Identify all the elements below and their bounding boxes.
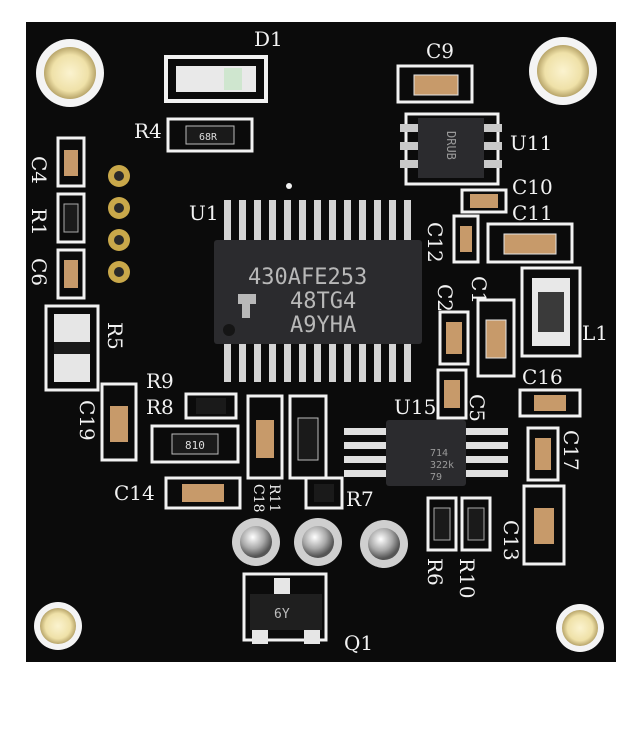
resistor-r1 [63,203,79,233]
pcb-board: D1 R4 68R C9 DRUB U11 C4 R1 C6 R5 430AFE… [26,22,616,662]
transistor-q1 [250,594,322,630]
silk-C12: C12 [423,222,447,263]
silk-D1: D1 [254,27,283,51]
silk-C16: C16 [522,365,563,389]
header-pins [108,165,130,283]
silk-C9: C9 [426,39,454,63]
resistor-r4 [185,125,235,145]
resistor-r6 [433,507,451,541]
silk-R7: R7 [346,487,374,511]
silk-C14: C14 [114,481,155,505]
u15-marking-line1: 714 [430,448,448,459]
capacitor-c2 [446,322,462,354]
pcb-drawing: D1 R4 68R C9 DRUB U11 C4 R1 C6 R5 430AFE… [27,27,608,655]
silk-C4: C4 [27,156,51,184]
silk-R10: R10 [455,558,479,599]
silk-C5: C5 [465,394,489,422]
resistor-r11 [297,417,319,461]
silk-R8: R8 [146,395,174,419]
silk-R1: R1 [27,208,51,236]
silk-R11: R11 [266,484,282,512]
ti-logo-icon [238,294,256,318]
ic-u1 [214,240,422,344]
silk-U11: U11 [510,131,552,155]
silk-U15: U15 [394,395,436,419]
capacitor-c16 [534,395,566,411]
capacitor-c12 [460,226,472,252]
silk-C13: C13 [499,520,523,561]
capacitor-c6 [64,260,78,288]
led-d1 [164,55,268,103]
resistor-r8 [171,433,219,455]
silk-R9: R9 [146,369,174,393]
capacitor-c17 [535,438,551,470]
capacitor-c13 [534,508,554,544]
silk-R4: R4 [134,119,162,143]
silk-L1: L1 [582,321,608,345]
u1-marking-line2: 48TG4 [290,289,356,314]
silk-C18: C18 [250,484,266,513]
pins-u15 [344,428,508,477]
silk-Q1: Q1 [344,631,373,655]
via-row [232,518,408,568]
capacitor-c4 [64,150,78,176]
silk-C19: C19 [75,400,99,441]
ic-u15 [386,420,466,486]
capacitor-c19 [110,406,128,442]
silk-C6: C6 [27,258,51,286]
resistor-r7 [314,484,334,502]
capacitor-c11 [503,233,557,255]
u15-marking-line2: 322k [430,460,454,471]
pin-u11 [400,124,502,168]
q1-marking: 6Y [274,607,290,622]
silk-C2: C2 [433,284,457,312]
capacitor-c5 [444,380,460,408]
capacitor-c10 [470,194,498,208]
silk-C10: C10 [512,175,553,199]
r8-marking: 810 [185,439,205,452]
resistor-r10 [467,507,485,541]
r4-marking: 68R [199,132,218,143]
silk-R5: R5 [103,322,127,350]
capacitor-c14 [182,484,224,502]
u1-marking-line3: A9YHA [290,313,356,338]
pins-u1 [224,200,411,382]
ic-u11 [418,118,484,178]
silk-R6: R6 [423,558,447,586]
capacitor-c9 [413,74,459,96]
silk-C11: C11 [512,201,553,225]
resistor-r9 [196,398,226,414]
u15-marking-line3: 79 [430,472,442,483]
capacitor-c1 [485,319,507,359]
silk-U1: U1 [189,201,219,225]
u1-marking-line1: 430AFE253 [248,265,367,290]
u11-marking: DRUB [444,131,458,160]
silk-C17: C17 [559,430,583,471]
capacitor-c18 [256,420,274,458]
